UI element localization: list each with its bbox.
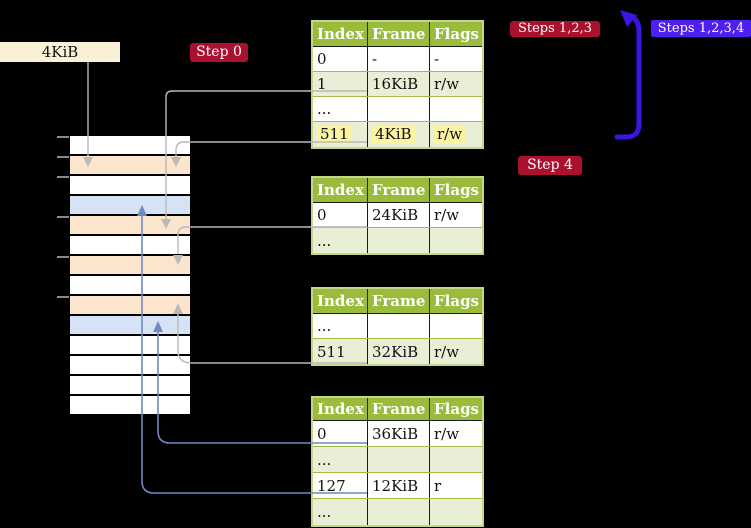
memory-row-white (70, 396, 190, 414)
table-row: ... (313, 228, 482, 253)
up-left-arrow-icon (620, 10, 637, 27)
table-cell (368, 447, 430, 472)
table-row: 0 36KiB r/w (313, 421, 482, 447)
steps-loop-arrow-line (614, 13, 642, 140)
memory-row-white (70, 136, 190, 154)
highlight: r/w (434, 125, 466, 144)
table-cell: 511 (313, 122, 368, 147)
table-cell: - (434, 50, 440, 68)
page-table-3: Index Frame Flags ... 511 32KiB r/w (311, 287, 484, 366)
table-cell: ... (313, 447, 368, 472)
table-cell: 4KiB (368, 122, 430, 147)
col-header-flags: Flags (434, 25, 479, 43)
memory-row-white (70, 236, 190, 254)
col-header-frame: Frame (368, 22, 430, 46)
memory-row-orange (70, 296, 190, 314)
memory-row-orange (70, 216, 190, 234)
table-cell (430, 447, 480, 472)
table-cell: 12KiB (368, 473, 430, 498)
table-cell: 36KiB (368, 421, 430, 446)
table-cell: ... (313, 499, 368, 525)
table-cell: 511 (313, 339, 368, 364)
table-cell: r/w (434, 342, 460, 361)
address-tick-marks (57, 136, 69, 298)
table-cell (430, 499, 480, 525)
memory-row-orange (70, 256, 190, 274)
table-cell (368, 314, 430, 338)
memory-row-white (70, 276, 190, 294)
table-row: 127 12KiB r (313, 473, 482, 499)
col-header-flags: Flags (434, 181, 479, 199)
col-header-index: Index (313, 289, 368, 313)
table-cell: r/w (434, 206, 460, 224)
table-cell: 1 (313, 72, 368, 96)
table-cell: 0 (313, 47, 368, 71)
col-header-flags: Flags (434, 400, 479, 418)
steps-123-badge: Steps 1,2,3 (510, 21, 600, 37)
step0-badge: Step 0 (190, 43, 248, 62)
highlight: 4KiB (372, 125, 415, 144)
table-row: 1 16KiB r/w (313, 72, 482, 97)
step4-badge: Step 4 (518, 156, 582, 175)
page-table-2: Index Frame Flags 0 24KiB r/w ... (311, 176, 484, 255)
col-header-frame: Frame (368, 398, 430, 420)
col-header-index: Index (313, 398, 368, 420)
col-header-flags: Flags (434, 292, 479, 310)
table-cell: r/w (434, 75, 460, 93)
table-cell: 32KiB (368, 339, 430, 364)
col-header-frame: Frame (368, 289, 430, 313)
memory-row-white (70, 176, 190, 194)
table-row-highlighted: 511 4KiB r/w (313, 122, 482, 147)
table-header-row: Index Frame Flags (313, 289, 482, 314)
table-cell: 0 (313, 203, 368, 227)
table-cell: 127 (313, 473, 368, 498)
memory-strip (70, 136, 190, 416)
memory-row-white (70, 376, 190, 394)
memory-row-white (70, 336, 190, 354)
page-table-4: Index Frame Flags 0 36KiB r/w ... 127 12… (311, 396, 484, 527)
table-cell: 0 (313, 421, 368, 446)
table-row: 511 32KiB r/w (313, 339, 482, 364)
table-cell: ... (313, 314, 368, 338)
table-cell (368, 97, 430, 121)
table-header-row: Index Frame Flags (313, 398, 482, 421)
col-header-index: Index (313, 178, 368, 202)
table-cell (368, 228, 430, 253)
table-row: ... (313, 97, 482, 122)
col-header-index: Index (313, 22, 368, 46)
table-header-row: Index Frame Flags (313, 22, 482, 47)
table-cell: ... (313, 228, 368, 253)
col-header-frame: Frame (368, 178, 430, 202)
table-cell: 16KiB (368, 72, 430, 96)
page-table-1: Index Frame Flags 0 - - 1 16KiB r/w ... … (311, 20, 484, 149)
frame-size-label: 4KiB (0, 42, 120, 62)
table-row: ... (313, 314, 482, 339)
table-header-row: Index Frame Flags (313, 178, 482, 203)
table-cell (430, 228, 480, 253)
memory-row-white (70, 356, 190, 374)
steps-1234-badge: Steps 1,2,3,4 (651, 20, 751, 37)
highlight: 511 (317, 125, 352, 144)
memory-row-blue (70, 316, 190, 334)
table-row: ... (313, 447, 482, 473)
table-cell: - (368, 47, 430, 71)
table-cell (368, 499, 430, 525)
table-cell: r/w (430, 122, 480, 147)
table-cell (430, 314, 480, 338)
table-row: ... (313, 499, 482, 525)
memory-row-blue (70, 196, 190, 214)
memory-row-orange (70, 156, 190, 174)
table-cell (430, 97, 480, 121)
table-row: 0 24KiB r/w (313, 203, 482, 228)
table-cell: 24KiB (368, 203, 430, 227)
table-cell: r (434, 476, 442, 495)
table-cell: ... (313, 97, 368, 121)
table-row: 0 - - (313, 47, 482, 72)
table-cell: r/w (434, 424, 460, 443)
